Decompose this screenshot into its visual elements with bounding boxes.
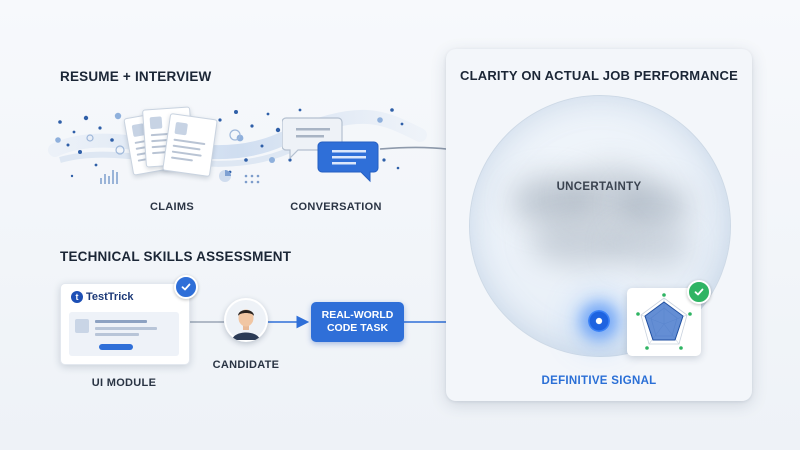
ui-module-card: t TestTrick — [60, 275, 198, 365]
brand-mark: t — [71, 291, 83, 303]
brand-name: TestTrick — [86, 291, 134, 303]
ui-module-label: UI MODULE — [91, 377, 157, 389]
claims-label: CLAIMS — [150, 201, 194, 213]
code-task-box: REAL-WORLD CODE TASK — [311, 302, 404, 342]
code-task-line1: REAL-WORLD — [321, 309, 394, 321]
chat-bubble-icon — [282, 117, 379, 183]
outcome-panel: CLARITY ON ACTUAL JOB PERFORMANCE UNCERT… — [446, 49, 752, 401]
resume-section-title: RESUME + INTERVIEW — [60, 69, 212, 84]
ui-module-preview — [69, 312, 179, 356]
person-icon — [224, 298, 268, 342]
check-badge-icon — [687, 280, 711, 304]
uncertainty-label: UNCERTAINTY — [556, 181, 642, 193]
outcome-panel-title: CLARITY ON ACTUAL JOB PERFORMANCE — [460, 68, 738, 83]
conversation-label: CONVERSATION — [290, 201, 382, 213]
skills-section-title: TECHNICAL SKILLS ASSESSMENT — [60, 249, 292, 264]
brand-logo: t TestTrick — [71, 291, 134, 303]
code-task-line2: CODE TASK — [326, 322, 389, 334]
check-badge-icon — [174, 275, 198, 299]
signal-glow-dot — [588, 310, 610, 332]
radar-chart-icon — [627, 280, 711, 356]
candidate-label: CANDIDATE — [212, 359, 280, 371]
signal-label: DEFINITIVE SIGNAL — [541, 375, 657, 387]
